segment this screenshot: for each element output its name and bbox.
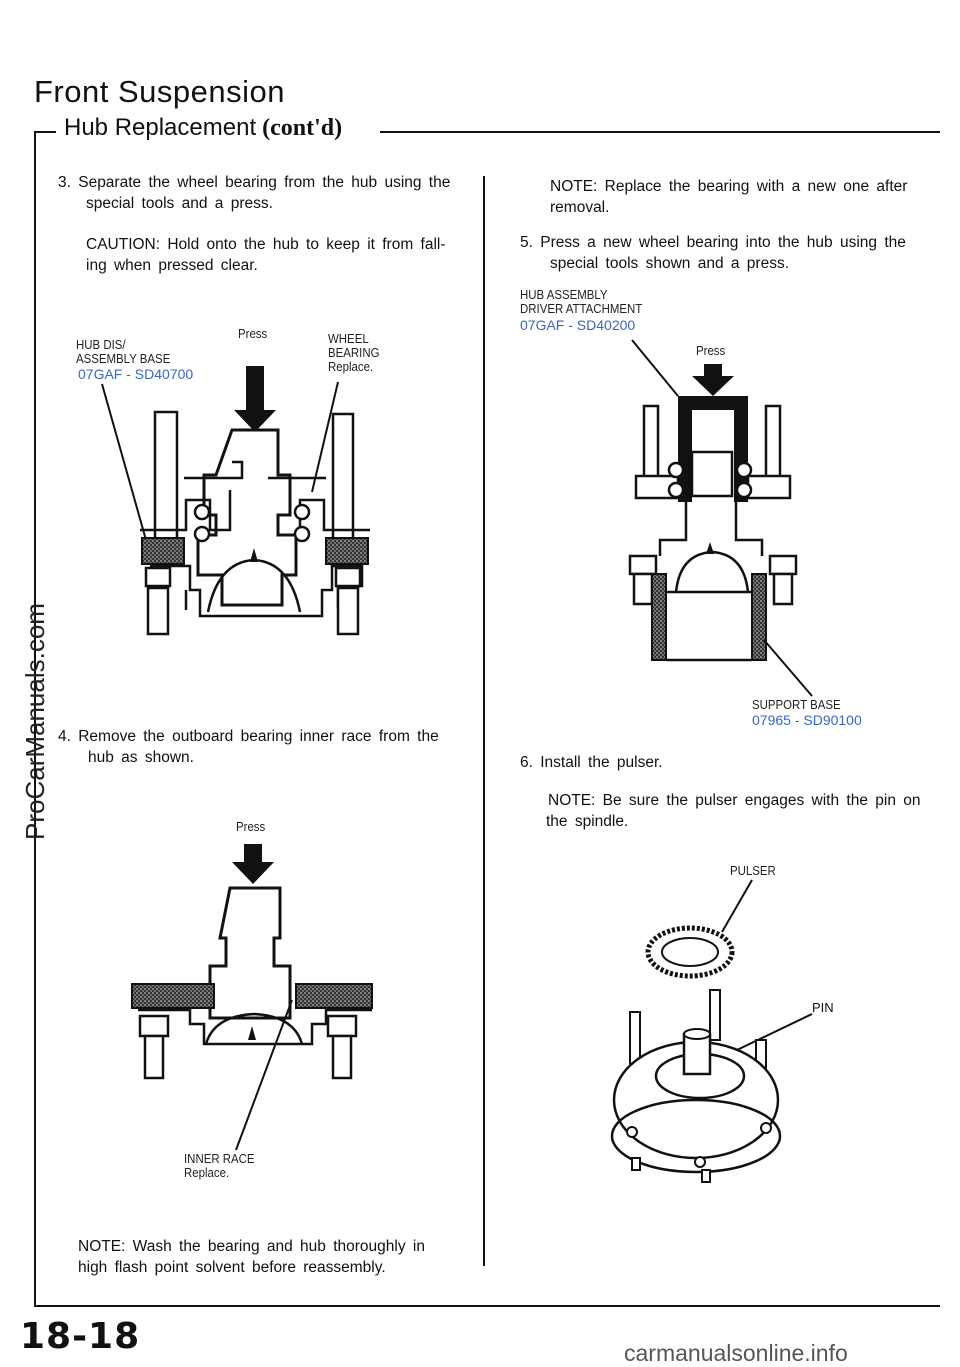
fig4-pin-label: PIN — [812, 1000, 834, 1015]
fig1-press-arrow — [234, 366, 276, 432]
step-4: 4. Remove the outboard bearing inner rac… — [58, 726, 478, 768]
replace-note-line-1: NOTE: Replace the bearing with a new one… — [550, 178, 908, 195]
fig3-support-base-right — [751, 573, 767, 661]
replace-note: NOTE: Replace the bearing with a new one… — [550, 176, 930, 218]
page-number: 18-18 — [20, 1316, 141, 1357]
fig3-tool-label: HUB ASSEMBLY DRIVER ATTACHMENT — [520, 288, 642, 316]
watermark-bottom: carmanualsonline.info — [624, 1340, 848, 1366]
fig2-base-right — [295, 983, 373, 1009]
step-4-line-2: hub as shown. — [88, 749, 194, 766]
left-margin-rule — [34, 131, 36, 1307]
fig1-part-line-1: WHEEL — [328, 331, 369, 346]
step-3-line-2: special tools and a press. — [86, 195, 273, 212]
caution-line-2: ing when pressed clear. — [86, 257, 258, 274]
step-3: 3. Separate the wheel bearing from the h… — [58, 172, 478, 214]
fig1-part-line-3: Replace. — [328, 359, 374, 374]
fig3-tool-code: 07GAF - SD40200 — [520, 317, 636, 333]
fig1-tool-name-2: ASSEMBLY BASE — [76, 351, 171, 366]
step-6: 6. Install the pulser. — [520, 752, 940, 773]
footer-rule — [34, 1305, 940, 1307]
fig1-part-label: WHEEL BEARING Replace. — [328, 332, 379, 374]
replace-note-line-2: removal. — [550, 199, 610, 216]
fig1-tool-leader — [101, 383, 147, 541]
pulser-note-line-2: the spindle. — [546, 813, 629, 830]
fig3-tool-line-1: HUB ASSEMBLY — [520, 287, 608, 302]
step-6-line-1: 6. Install the pulser. — [520, 754, 663, 771]
caution-text: CAUTION: Hold onto the hub to keep it fr… — [86, 234, 486, 276]
fig4-pulser-label: PULSER — [730, 863, 776, 878]
fig3-tool-leader — [631, 339, 679, 397]
fig1-press-label: Press — [238, 326, 268, 341]
fig2-part-line-2: Replace. — [184, 1165, 230, 1180]
column-divider — [483, 176, 485, 1266]
subsection-title: Hub Replacement(cont'd) — [64, 114, 342, 142]
fig2-race-leader — [235, 999, 293, 1151]
step-5-line-1: 5. Press a new wheel bearing into the hu… — [520, 234, 906, 251]
fig2-press-label: Press — [236, 819, 266, 834]
fig3-support-base-left — [651, 573, 667, 661]
wash-note-line-2: high flash point solvent before reassemb… — [78, 1259, 386, 1276]
section-title: Front Suspension — [34, 74, 285, 109]
fig3-base-leader — [763, 639, 813, 697]
fig4-pulser-leader — [721, 879, 753, 933]
step-4-line-1: 4. Remove the outboard bearing inner rac… — [58, 728, 439, 745]
fig3-press-arrow — [692, 364, 734, 396]
fig3-base-label: SUPPORT BASE — [752, 697, 841, 712]
caution-line-1: CAUTION: Hold onto the hub to keep it fr… — [86, 236, 446, 253]
fig2-part-label: INNER RACE Replace. — [184, 1152, 255, 1180]
step-5-line-2: special tools shown and a press. — [550, 255, 790, 272]
subsection-title-text: Hub Replacement — [64, 114, 257, 141]
fig1-bearing-leader — [311, 381, 339, 493]
pulser-note-line-1: NOTE: Be sure the pulser engages with th… — [548, 792, 921, 809]
fig1-assembly-base-right — [325, 537, 369, 565]
watermark-side: ProCarManuals.com — [20, 603, 50, 840]
contd-label: (cont'd) — [262, 115, 343, 141]
header-rule-left — [34, 131, 56, 133]
fig1-assembly-base-left — [141, 537, 185, 565]
fig1-tool-label: HUB DIS/ ASSEMBLY BASE — [76, 338, 170, 366]
wash-note-line-1: NOTE: Wash the bearing and hub thoroughl… — [78, 1238, 425, 1255]
fig2-base-left — [131, 983, 215, 1009]
fig2-part-line-1: INNER RACE — [184, 1151, 255, 1166]
fig1-tool-code: 07GAF - SD40700 — [78, 366, 194, 382]
step-5: 5. Press a new wheel bearing into the hu… — [520, 232, 940, 274]
step-3-line-1: 3. Separate the wheel bearing from the h… — [58, 174, 451, 191]
fig3-base-code: 07965 - SD90100 — [752, 712, 862, 728]
fig3-press-label: Press — [696, 343, 726, 358]
header-rule-right — [380, 131, 940, 133]
fig1-tool-name-1: HUB DIS/ — [76, 337, 126, 352]
fig1-part-line-2: BEARING — [328, 345, 380, 360]
wash-note: NOTE: Wash the bearing and hub thoroughl… — [78, 1236, 478, 1278]
fig2-press-arrow — [232, 844, 274, 884]
fig3-tool-line-2: DRIVER ATTACHMENT — [520, 301, 643, 316]
pulser-note: NOTE: Be sure the pulser engages with th… — [546, 790, 938, 832]
